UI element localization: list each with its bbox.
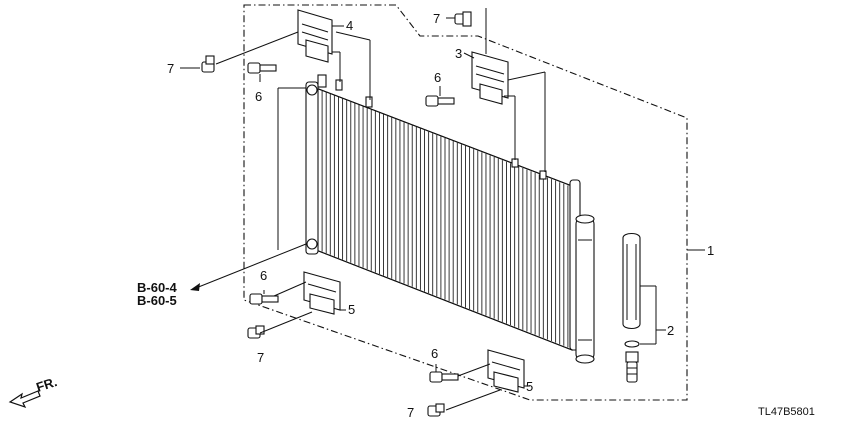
callout-7-top: 7 <box>433 11 440 26</box>
callout-5-left: 5 <box>348 302 355 317</box>
callout-6-lower-left: 6 <box>260 268 267 283</box>
lower-bracket-5-left <box>303 271 341 315</box>
condenser-core <box>305 74 573 351</box>
callout-6-lower-right: 6 <box>431 346 438 361</box>
callout-7-left: 7 <box>167 61 174 76</box>
upper-bracket-4 <box>297 9 333 63</box>
reference-b-60-4: B-60-4 <box>137 280 178 295</box>
bolt-7-bottom <box>427 403 445 417</box>
condenser-fins <box>317 89 573 349</box>
callout-7-bottom: 7 <box>407 405 414 420</box>
callout-4: 4 <box>346 18 353 33</box>
front-direction-label: FR. <box>34 374 59 395</box>
reference-b-60-5: B-60-5 <box>137 293 177 308</box>
diagram-code: TL47B5801 <box>758 406 815 418</box>
callout-6-upper-left: 6 <box>255 89 262 104</box>
screw-6-lower-right <box>429 371 459 383</box>
callout-6-upper-right: 6 <box>434 70 441 85</box>
screw-6-lower-left <box>249 293 279 305</box>
leader-lines <box>180 8 705 411</box>
receiver-tank <box>569 179 595 364</box>
bolt-7-left <box>201 55 215 73</box>
bolt-7-top <box>454 11 472 27</box>
assembly-boundary <box>243 4 688 401</box>
lower-bracket-5-right <box>487 349 525 393</box>
desiccant-part <box>622 232 641 383</box>
callout-2: 2 <box>667 323 674 338</box>
callout-7-lower-left: 7 <box>257 350 264 365</box>
callout-5-right: 5 <box>526 379 533 394</box>
screw-6-upper-right <box>425 95 455 107</box>
front-direction-arrow: FR. <box>8 374 59 409</box>
callout-3: 3 <box>455 46 462 61</box>
callout-1: 1 <box>707 243 714 258</box>
screw-6-upper-left <box>247 62 277 74</box>
upper-bracket-3 <box>471 51 509 105</box>
